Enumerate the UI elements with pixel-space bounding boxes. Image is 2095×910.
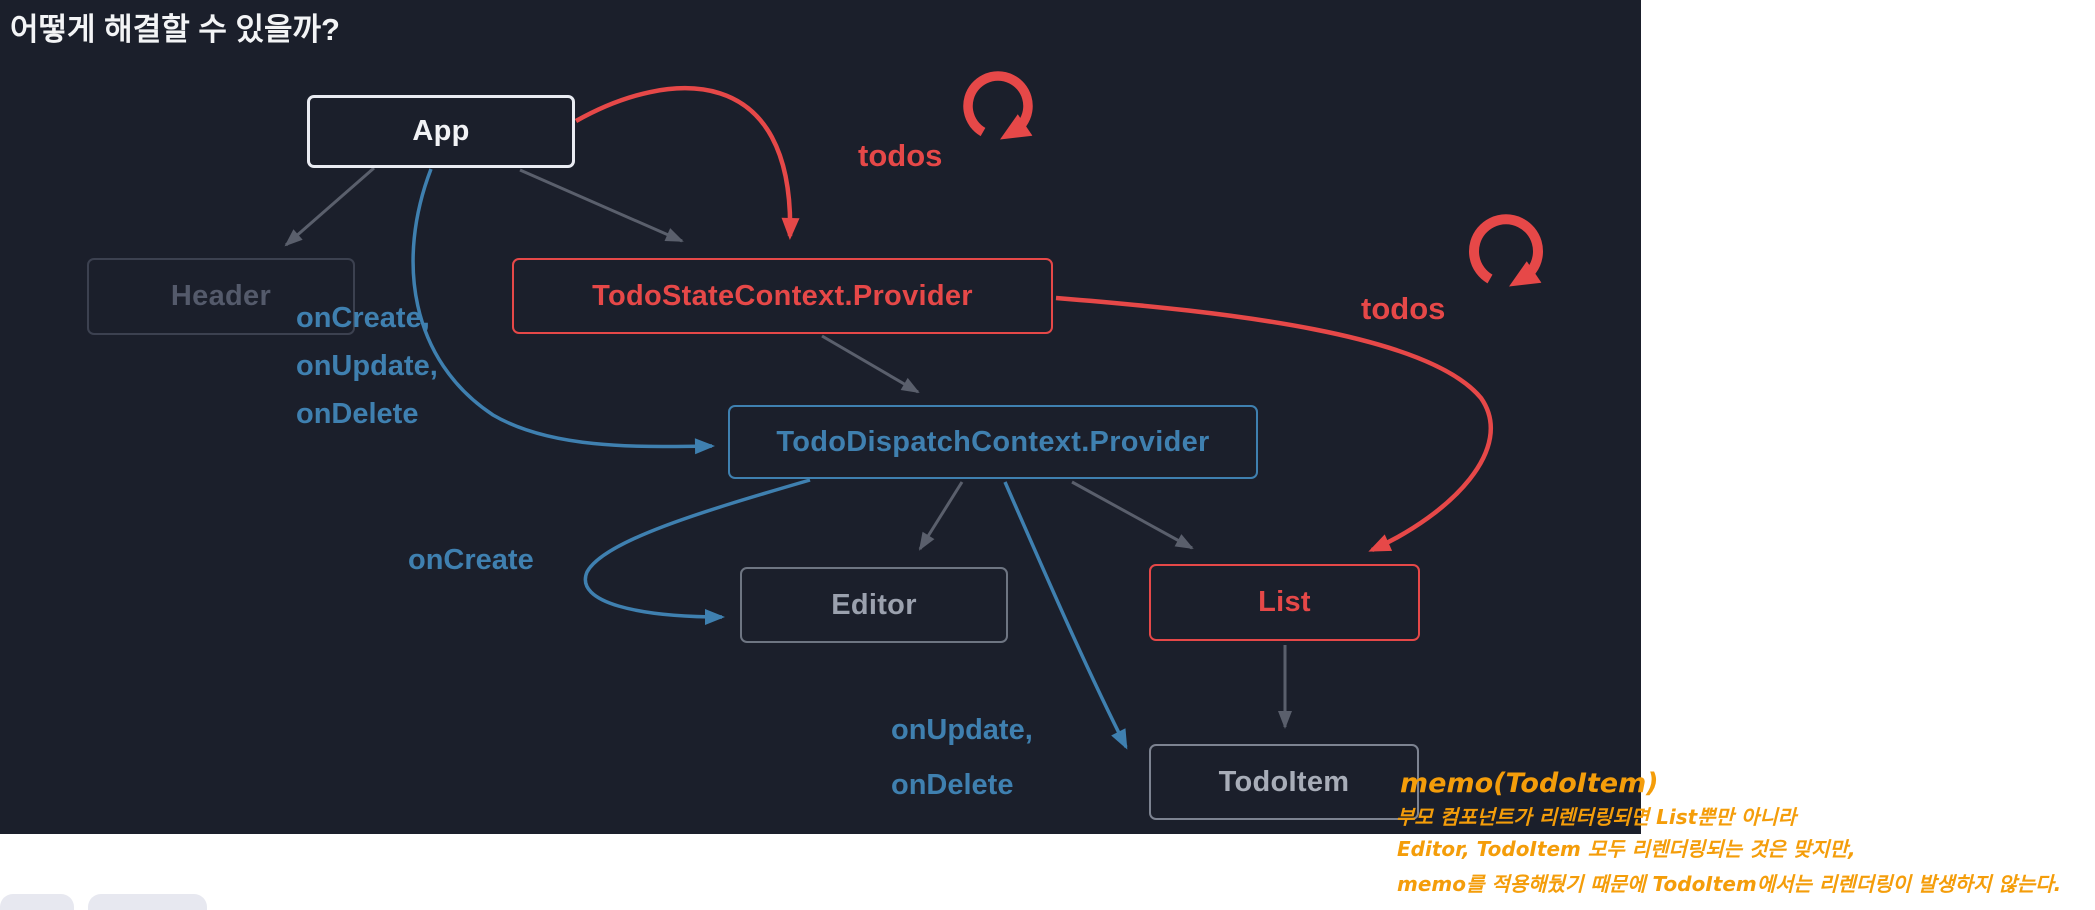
onupdate-line: onUpdate,: [891, 714, 1033, 746]
dispatch-props-line: onUpdate,: [296, 350, 438, 382]
pill-button-1[interactable]: [0, 894, 74, 910]
annotation-line: 부모 컴포넌트가 리렌터링되면 List뿐만 아니라: [1396, 805, 1797, 829]
annotation-memo-title: memo(TodoItem): [1400, 768, 1659, 799]
node-header: Header: [87, 258, 355, 335]
dispatch-props-line: onCreate,: [296, 302, 430, 334]
todos-label-top: todos: [858, 138, 943, 173]
ondelete-line: onDelete: [891, 769, 1014, 801]
annotation-line: Editor, TodoItem 모두 리렌더링되는 것은 맞지만,: [1397, 837, 1856, 861]
node-list: List: [1149, 564, 1420, 641]
node-todoitem: TodoItem: [1149, 744, 1419, 820]
onupdate-ondelete-label: onUpdate, onDelete: [891, 703, 1033, 813]
node-app: App: [307, 95, 575, 168]
annotation-line: memo를 적용해뒀기 때문에 TodoItem에서는 리렌더링이 발생하지 않…: [1397, 872, 2062, 896]
oncreate-label: onCreate: [408, 544, 534, 576]
todos-label-right: todos: [1361, 291, 1446, 326]
pill-button-2[interactable]: [88, 894, 207, 910]
node-tododispatchcontext-provider: TodoDispatchContext.Provider: [728, 405, 1258, 479]
node-todostatecontext-provider: TodoStateContext.Provider: [512, 258, 1053, 334]
dispatch-props-label: onCreate, onUpdate, onDelete: [296, 294, 438, 438]
node-editor: Editor: [740, 567, 1008, 643]
dispatch-props-line: onDelete: [296, 398, 419, 430]
page-title: 어떻게 해결할 수 있을까?: [10, 12, 340, 47]
